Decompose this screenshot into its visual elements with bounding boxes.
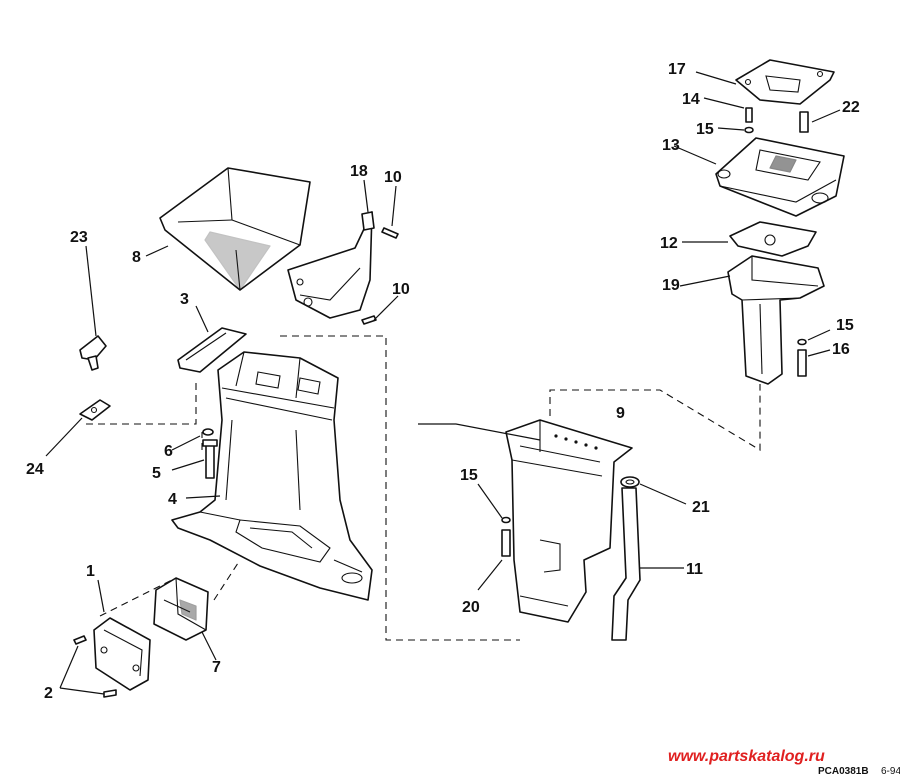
callout-18: 18 bbox=[350, 163, 368, 180]
part-6-washer bbox=[202, 428, 214, 436]
part-4-exhaust-housing bbox=[171, 351, 373, 601]
callout-6: 6 bbox=[164, 443, 173, 460]
part-11-water-tube bbox=[611, 487, 641, 641]
leader-lines bbox=[45, 71, 841, 695]
callout-numbers: 1 2 3 4 5 6 7 8 9 10 10 11 12 13 14 15 1… bbox=[26, 61, 860, 702]
part-20-bolt bbox=[501, 529, 511, 557]
part-3-seal-strip bbox=[177, 327, 247, 373]
watermark-text: www.partskatalog.ru bbox=[668, 748, 825, 765]
callout-5: 5 bbox=[152, 465, 161, 482]
callout-15-top: 15 bbox=[696, 121, 714, 138]
callout-19: 19 bbox=[662, 277, 680, 294]
callout-24: 24 bbox=[26, 461, 44, 478]
callout-15-right: 15 bbox=[836, 317, 854, 334]
callout-21: 21 bbox=[692, 499, 710, 516]
part-1-cover-plate bbox=[93, 617, 151, 691]
callout-9: 9 bbox=[616, 405, 625, 422]
part-22-dowel-pin bbox=[799, 111, 809, 133]
callout-12: 12 bbox=[660, 235, 678, 252]
part-7-shift-block bbox=[153, 577, 209, 641]
part-21-grommet bbox=[620, 476, 640, 488]
callout-1: 1 bbox=[86, 563, 95, 580]
callout-11: 11 bbox=[686, 561, 703, 578]
part-18-bracket-plate bbox=[287, 211, 375, 319]
figure-date: 6-94 bbox=[881, 766, 900, 777]
callout-17: 17 bbox=[668, 61, 686, 78]
part-17-gasket bbox=[735, 59, 835, 105]
part-10-screw-upper bbox=[381, 227, 399, 239]
tube-holes-row bbox=[554, 434, 598, 450]
part-15-washer-middle bbox=[501, 516, 511, 524]
callout-22: 22 bbox=[842, 99, 860, 116]
callout-16: 16 bbox=[832, 341, 850, 358]
part-12-gasket bbox=[729, 221, 817, 257]
callout-23: 23 bbox=[70, 229, 88, 246]
part-19-exhaust-manifold bbox=[727, 255, 825, 385]
callout-14: 14 bbox=[682, 91, 700, 108]
part-10-screw-lower bbox=[361, 315, 377, 325]
part-2-screw-lower bbox=[103, 689, 117, 698]
part-23-clip bbox=[79, 335, 107, 371]
figure-code: PCA0381B bbox=[818, 766, 869, 777]
part-9-exhaust-tube bbox=[505, 419, 633, 623]
callout-8: 8 bbox=[132, 249, 141, 266]
part-2-screw-upper bbox=[73, 635, 87, 645]
callout-10-upper: 10 bbox=[384, 169, 402, 186]
callout-10-lower: 10 bbox=[392, 281, 410, 298]
callout-15-middle: 15 bbox=[460, 467, 478, 484]
assembly-dashed-lines bbox=[86, 335, 761, 641]
part-15-washer-right bbox=[797, 338, 807, 346]
part-14-screw bbox=[745, 107, 753, 123]
part-13-adapter-plate bbox=[715, 137, 845, 217]
callout-2: 2 bbox=[44, 685, 53, 702]
part-16-bolt bbox=[797, 349, 807, 377]
part-5-bolt bbox=[202, 439, 218, 479]
part-8-cover-shell bbox=[159, 167, 311, 291]
callout-20: 20 bbox=[462, 599, 480, 616]
callout-4: 4 bbox=[168, 491, 177, 508]
callout-7: 7 bbox=[212, 659, 221, 676]
callout-13: 13 bbox=[662, 137, 680, 154]
callout-3: 3 bbox=[180, 291, 189, 308]
part-15-washer-top bbox=[744, 126, 754, 134]
part-24-plate bbox=[79, 399, 111, 421]
